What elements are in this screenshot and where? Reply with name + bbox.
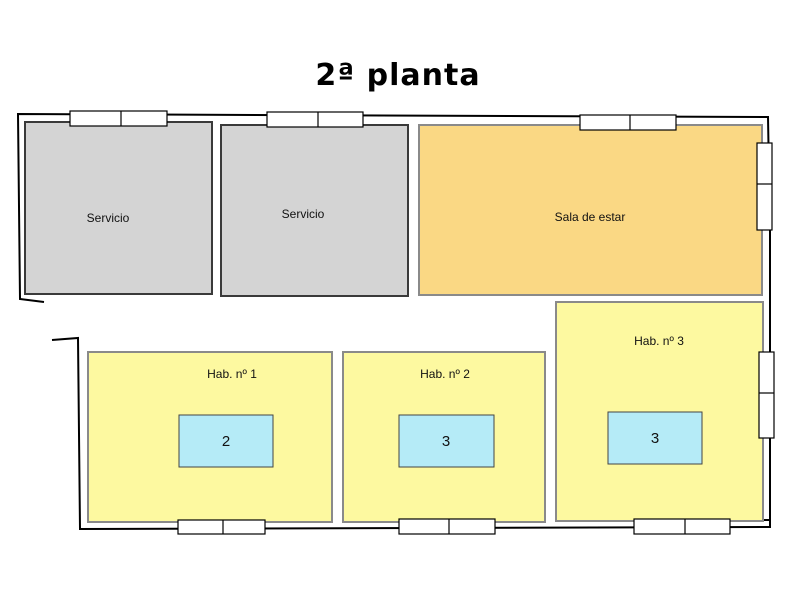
bed-hab-2 xyxy=(398,414,495,468)
window-top-1 xyxy=(69,110,168,127)
room-servicio-2 xyxy=(220,124,409,297)
label-sala-estar: Sala de estar xyxy=(554,210,626,224)
bed-count-hab-3: 3 xyxy=(650,430,660,447)
window-top-2 xyxy=(266,111,364,128)
label-hab-2: Hab. nº 2 xyxy=(420,367,470,381)
room-servicio-1 xyxy=(24,121,213,295)
window-top-3 xyxy=(579,114,677,131)
outer-wall-bottom-left xyxy=(51,336,771,531)
window-bottom-2 xyxy=(398,518,496,535)
label-hab-1: Hab. nº 1 xyxy=(207,367,257,381)
bed-hab-1 xyxy=(178,414,274,468)
plan-title: 2ª planta xyxy=(315,58,481,93)
bed-hab-3 xyxy=(607,411,703,465)
window-bottom-3 xyxy=(633,518,731,535)
window-bottom-1 xyxy=(177,519,266,535)
label-hab-3: Hab. nº 3 xyxy=(634,334,684,348)
bed-count-hab-1: 2 xyxy=(221,433,231,450)
label-servicio-1: Servicio xyxy=(86,211,130,225)
label-servicio-2: Servicio xyxy=(281,207,325,221)
window-right-1 xyxy=(756,142,773,231)
bed-count-hab-2: 3 xyxy=(441,433,451,450)
window-right-2 xyxy=(758,351,775,439)
